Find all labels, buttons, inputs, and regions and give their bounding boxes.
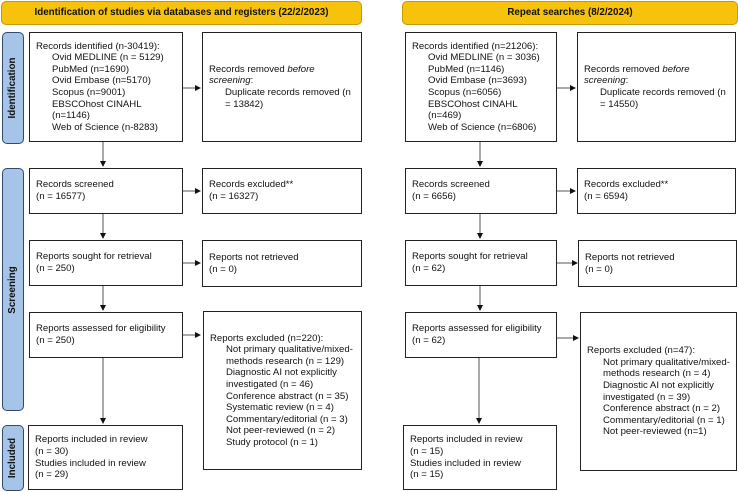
duplicates-removed: Duplicate records removed (n = 13842) [225,87,351,110]
source-list: Ovid MEDLINE (n = 5129) PubMed (n=1690) … [36,52,176,133]
source-item: Ovid Embase (n=3693) [428,75,527,87]
exclusion-reason: Not peer-reviewed (n=1) [603,426,707,438]
right-records-excluded: Records excluded**(n = 6594) [577,168,736,214]
exclusion-reason: Not primary qualitative/mixed-methods re… [226,344,353,367]
stage-identification: Identification [2,32,24,144]
exclusion-reason: Not peer-reviewed (n = 2) [226,425,336,437]
left-reports-assessed: Reports assessed for eligibility(n = 250… [29,312,183,358]
source-item: Ovid MEDLINE (n = 5129) [52,52,164,64]
exclusion-reason: Systematic review (n = 4) [226,402,334,414]
source-item: Ovid Embase (n=5170) [52,75,151,87]
source-item: Web of Science (n=6806) [428,121,537,133]
exclusion-reason: Diagnostic AI not explicitly investigate… [226,367,337,390]
right-reports-excluded: Reports excluded (n=47): Not primary qua… [580,312,737,471]
header-right: Repeat searches (8/2/2024) [402,1,738,25]
exclusion-reason: Study protocol (n = 1) [226,436,318,448]
stage-screening: Screening [2,168,24,411]
right-included: Reports included in review(n = 15) Studi… [403,425,557,490]
exclusion-reason: Diagnostic AI not explicitly investigate… [603,379,714,403]
left-reports-excluded: Reports excluded (n=220): Not primary qu… [203,311,362,470]
left-records-excluded: Records excluded**(n = 16327) [202,168,362,214]
left-records-identified: Records identified (n-30419): Ovid MEDLI… [29,32,183,142]
left-records-screened: Records screened(n = 16577) [29,168,183,214]
box-title: Records removed before screening: [209,63,315,87]
right-records-removed: Records removed before screening: Duplic… [577,32,736,142]
source-item: EBSCOhost CINAHL (n=469) [428,98,518,122]
right-reports-not-retrieved: Reports not retrieved(n = 0) [578,240,737,287]
source-item: Ovid MEDLINE (n = 3036) [428,52,540,64]
exclusion-reason: Commentary/editorial (n = 3) [226,413,348,425]
duplicates-removed: Duplicate records removed (n = 14550) [600,87,726,110]
source-item: Scopus (n=6056) [428,87,502,98]
box-title: Reports excluded (n=220): [210,332,324,344]
exclusion-reason: Not primary qualitative/mixed-methods re… [603,356,730,380]
exclusion-reason: Conference abstract (n = 35) [226,390,349,402]
source-item: PubMed (n=1690) [52,63,130,75]
left-reports-not-retrieved: Reports not retrieved(n = 0) [202,240,362,287]
right-reports-sought: Reports sought for retrieval(n = 62) [405,240,557,286]
exclusion-reason: Conference abstract (n = 2) [603,403,721,415]
box-title: Records identified (n-30419): [36,40,160,52]
source-item: PubMed (n=1146) [428,63,505,75]
right-records-identified: Records identified (n=21206): Ovid MEDLI… [405,32,557,142]
left-records-removed: Records removed before screening: Duplic… [202,32,362,142]
box-title: Records identified (n=21206): [412,40,539,52]
exclusion-reason: Commentary/editorial (n = 1) [603,414,725,426]
header-left: Identification of studies via databases … [1,1,362,25]
left-included: Reports included in review(n = 30) Studi… [28,425,183,490]
source-item: Scopus (n=9001) [52,87,126,98]
stage-included: Included [2,425,24,491]
box-title: Records removed before screening: [584,63,690,87]
source-item: EBSCOhost CINAHL (n=1146) [52,98,142,122]
right-records-screened: Records screened(n = 6656) [405,168,557,214]
box-title: Reports excluded (n=47): [587,345,695,357]
source-item: Web of Science (n-8283) [52,121,158,133]
right-reports-assessed: Reports assessed for eligibility(n = 62) [405,312,557,358]
left-reports-sought: Reports sought for retrieval(n = 250) [29,240,183,286]
